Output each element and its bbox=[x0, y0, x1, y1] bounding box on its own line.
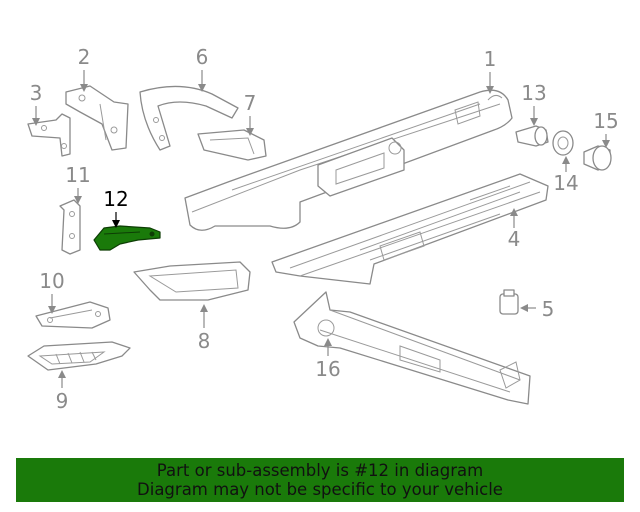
callout-3: 3 bbox=[30, 81, 43, 105]
callout-16: 16 bbox=[315, 357, 340, 381]
part-4-step-pad[interactable] bbox=[271, 173, 549, 285]
part-3-bracket[interactable] bbox=[27, 113, 71, 157]
callout-14: 14 bbox=[553, 171, 578, 195]
part-13-sensor[interactable] bbox=[515, 125, 549, 147]
part-12-bracket-highlighted[interactable] bbox=[93, 225, 161, 251]
part-5-plug[interactable] bbox=[499, 289, 519, 315]
callout-15: 15 bbox=[593, 109, 618, 133]
callout-2: 2 bbox=[78, 45, 91, 69]
part-10-mount-pad[interactable] bbox=[35, 301, 111, 329]
callout-9: 9 bbox=[56, 389, 69, 413]
part-9-step[interactable] bbox=[27, 341, 131, 371]
part-14-retainer[interactable] bbox=[552, 130, 574, 156]
part-7-pad[interactable] bbox=[197, 129, 267, 161]
callout-13: 13 bbox=[521, 81, 546, 105]
callout-6: 6 bbox=[196, 45, 209, 69]
info-banner: Part or sub-assembly is #12 in diagram D… bbox=[16, 458, 624, 502]
part-16-hitch[interactable] bbox=[293, 291, 531, 405]
callout-4: 4 bbox=[508, 227, 521, 251]
part-1-bumper[interactable] bbox=[184, 89, 513, 231]
callout-5: 5 bbox=[542, 297, 555, 321]
callout-1: 1 bbox=[484, 47, 497, 71]
part-15-bezel[interactable] bbox=[583, 145, 612, 171]
banner-line-2: Diagram may not be specific to your vehi… bbox=[137, 480, 503, 499]
callout-11: 11 bbox=[65, 163, 90, 187]
part-2-bracket[interactable] bbox=[65, 85, 129, 151]
banner-line-1: Part or sub-assembly is #12 in diagram bbox=[156, 461, 484, 480]
callout-8: 8 bbox=[198, 329, 211, 353]
part-6-end-cap[interactable] bbox=[139, 85, 239, 151]
callout-12: 12 bbox=[103, 187, 128, 211]
callout-7: 7 bbox=[244, 91, 257, 115]
part-11-bracket[interactable] bbox=[59, 199, 81, 255]
callout-10: 10 bbox=[39, 269, 64, 293]
part-8-end-pad[interactable] bbox=[133, 261, 251, 301]
